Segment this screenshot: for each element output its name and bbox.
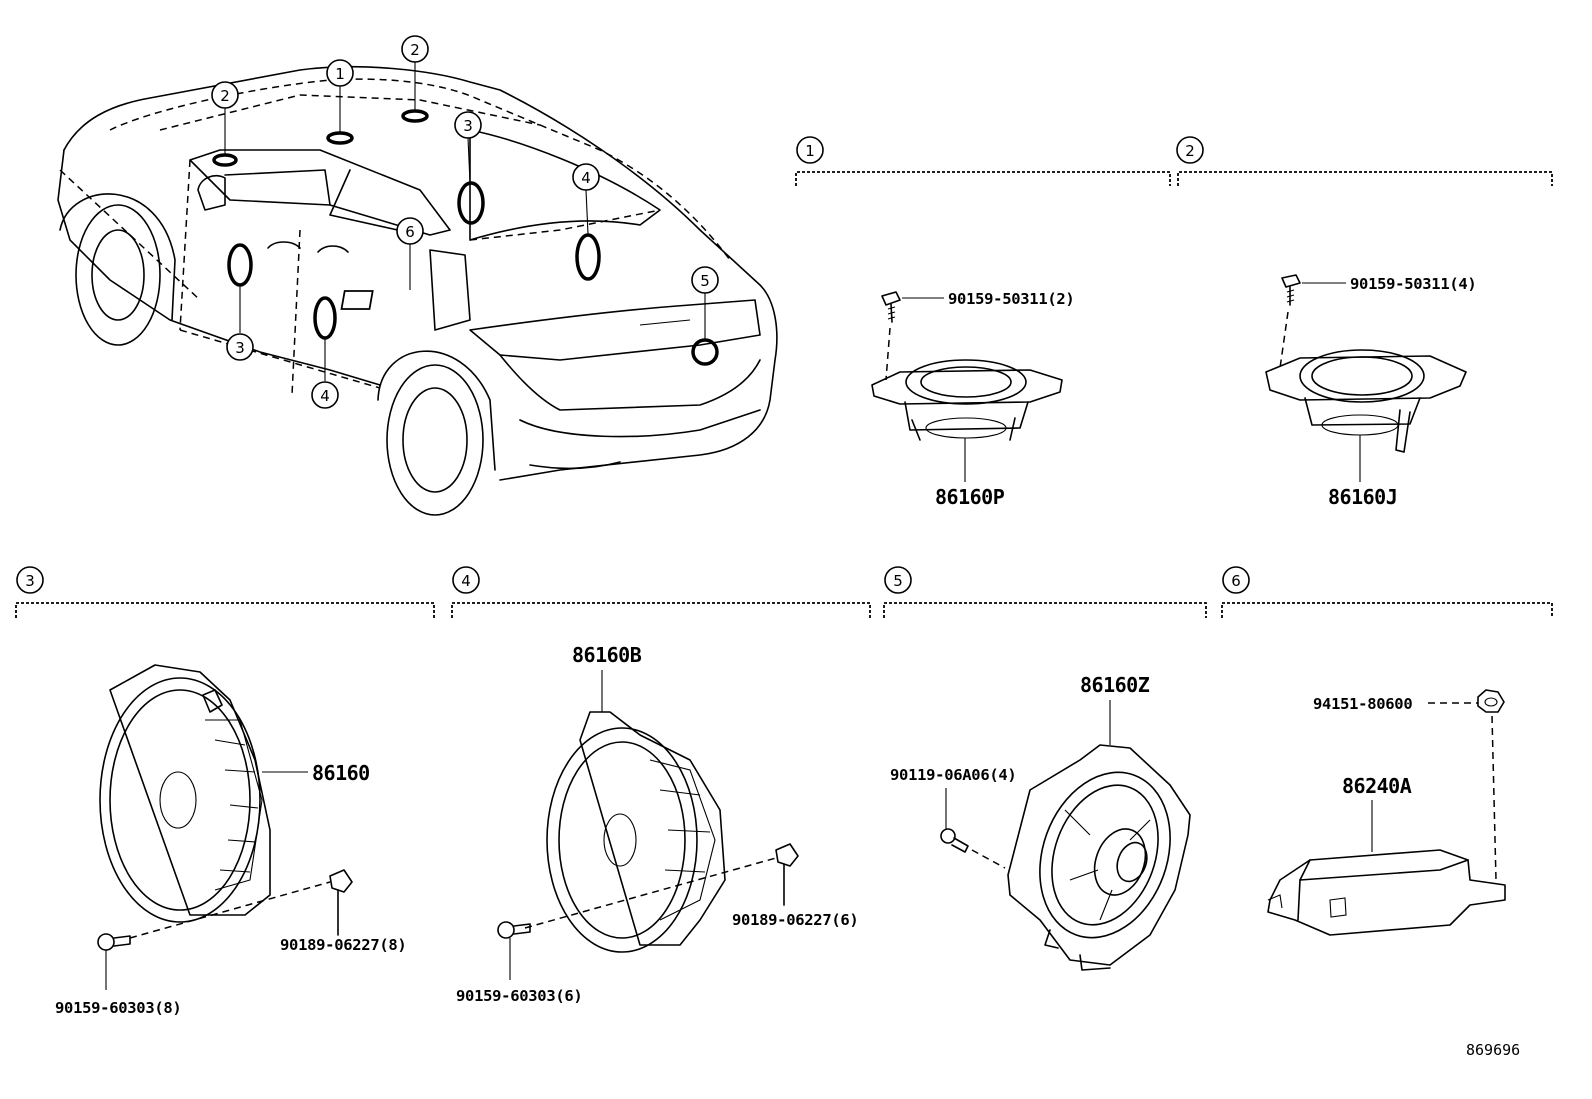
vehicle-illustration bbox=[57, 62, 778, 516]
svg-text:5: 5 bbox=[700, 272, 710, 290]
group-6: 6 94151-80600 86240A bbox=[1221, 566, 1553, 936]
screw-icon bbox=[497, 921, 531, 980]
screw-icon bbox=[881, 291, 901, 323]
group-2: 2 90159-50311(4) 86160J bbox=[1176, 136, 1553, 509]
callout-6: 6 bbox=[396, 217, 424, 245]
svg-text:4: 4 bbox=[461, 572, 471, 590]
group-5-callout bbox=[884, 566, 912, 594]
group-2-bracket bbox=[1177, 171, 1553, 186]
screw-icon bbox=[97, 933, 131, 990]
screw-icon bbox=[940, 828, 969, 853]
woofer-speaker-icon bbox=[99, 664, 271, 923]
part-number: 90159-50311(2) bbox=[948, 290, 1074, 308]
group-2-callout bbox=[1176, 136, 1204, 164]
callout-3: 3 bbox=[454, 111, 482, 139]
part-number: 86160B bbox=[572, 643, 642, 667]
group-6-bracket bbox=[1221, 602, 1553, 618]
callout-3: 3 bbox=[226, 333, 254, 361]
part-number: 90119-06A06(4) bbox=[890, 766, 1016, 784]
part-number: 90159-50311(4) bbox=[1350, 275, 1476, 293]
group-3-callout bbox=[16, 566, 44, 594]
group-5-bracket bbox=[883, 602, 1207, 618]
callout-4: 4 bbox=[572, 163, 600, 191]
part-number: 90189-06227(6) bbox=[732, 911, 858, 929]
part-number: 86240A bbox=[1342, 774, 1412, 798]
callout-2: 2 bbox=[401, 35, 429, 63]
callout-2: 2 bbox=[211, 81, 239, 109]
group-3: 3 86160 90189-06227(8) 90159-60303(8) bbox=[15, 566, 435, 1017]
group-4: 4 86160B 90189-06227(6) 90159-60303(6) bbox=[451, 566, 871, 1005]
midrange-speaker-icon bbox=[1007, 744, 1191, 971]
reference-number: 869696 bbox=[1466, 1041, 1520, 1059]
group-3-bracket bbox=[15, 602, 435, 618]
callout-1: 1 bbox=[326, 59, 354, 87]
group-1-callout bbox=[796, 136, 824, 164]
group-5: 5 86160Z 90119-06A06(4) bbox=[883, 566, 1207, 971]
svg-text:2: 2 bbox=[220, 87, 230, 105]
callout-5: 5 bbox=[691, 266, 719, 294]
group-6-callout bbox=[1222, 566, 1250, 594]
part-number: 86160P bbox=[935, 485, 1005, 509]
svg-text:1: 1 bbox=[805, 142, 815, 160]
group-1: 1 90159-50311(2) 86160P bbox=[795, 136, 1171, 509]
part-number: 90159-60303(6) bbox=[456, 987, 582, 1005]
svg-text:1: 1 bbox=[335, 65, 345, 83]
svg-text:2: 2 bbox=[1185, 142, 1195, 160]
svg-text:4: 4 bbox=[320, 387, 330, 405]
part-number: 86160J bbox=[1328, 485, 1397, 509]
tweeter-speaker-icon bbox=[1265, 349, 1467, 453]
group-1-bracket bbox=[795, 171, 1171, 186]
group-4-callout bbox=[452, 566, 480, 594]
group-4-bracket bbox=[451, 602, 871, 618]
svg-text:4: 4 bbox=[581, 169, 591, 187]
tweeter-speaker-icon bbox=[871, 359, 1063, 441]
part-number: 86160Z bbox=[1080, 673, 1150, 697]
screw-icon bbox=[1281, 274, 1301, 306]
woofer-speaker-icon bbox=[546, 711, 726, 953]
nut-icon bbox=[1477, 689, 1505, 713]
clip-icon bbox=[329, 869, 353, 936]
part-number: 90189-06227(8) bbox=[280, 936, 406, 954]
amplifier-icon bbox=[1267, 849, 1506, 936]
svg-text:6: 6 bbox=[405, 223, 415, 241]
svg-text:3: 3 bbox=[25, 572, 35, 590]
svg-text:2: 2 bbox=[410, 41, 420, 59]
part-number: 90159-60303(8) bbox=[55, 999, 181, 1017]
callout-4: 4 bbox=[311, 381, 339, 409]
clip-icon bbox=[775, 843, 799, 906]
svg-text:3: 3 bbox=[463, 117, 473, 135]
part-number: 94151-80600 bbox=[1313, 695, 1412, 713]
part-number: 86160 bbox=[312, 761, 370, 785]
vehicle-callouts: 1 2 2 3 3 4 4 5 6 bbox=[211, 35, 719, 409]
svg-text:3: 3 bbox=[235, 339, 245, 357]
svg-text:6: 6 bbox=[1231, 572, 1241, 590]
svg-text:5: 5 bbox=[893, 572, 903, 590]
